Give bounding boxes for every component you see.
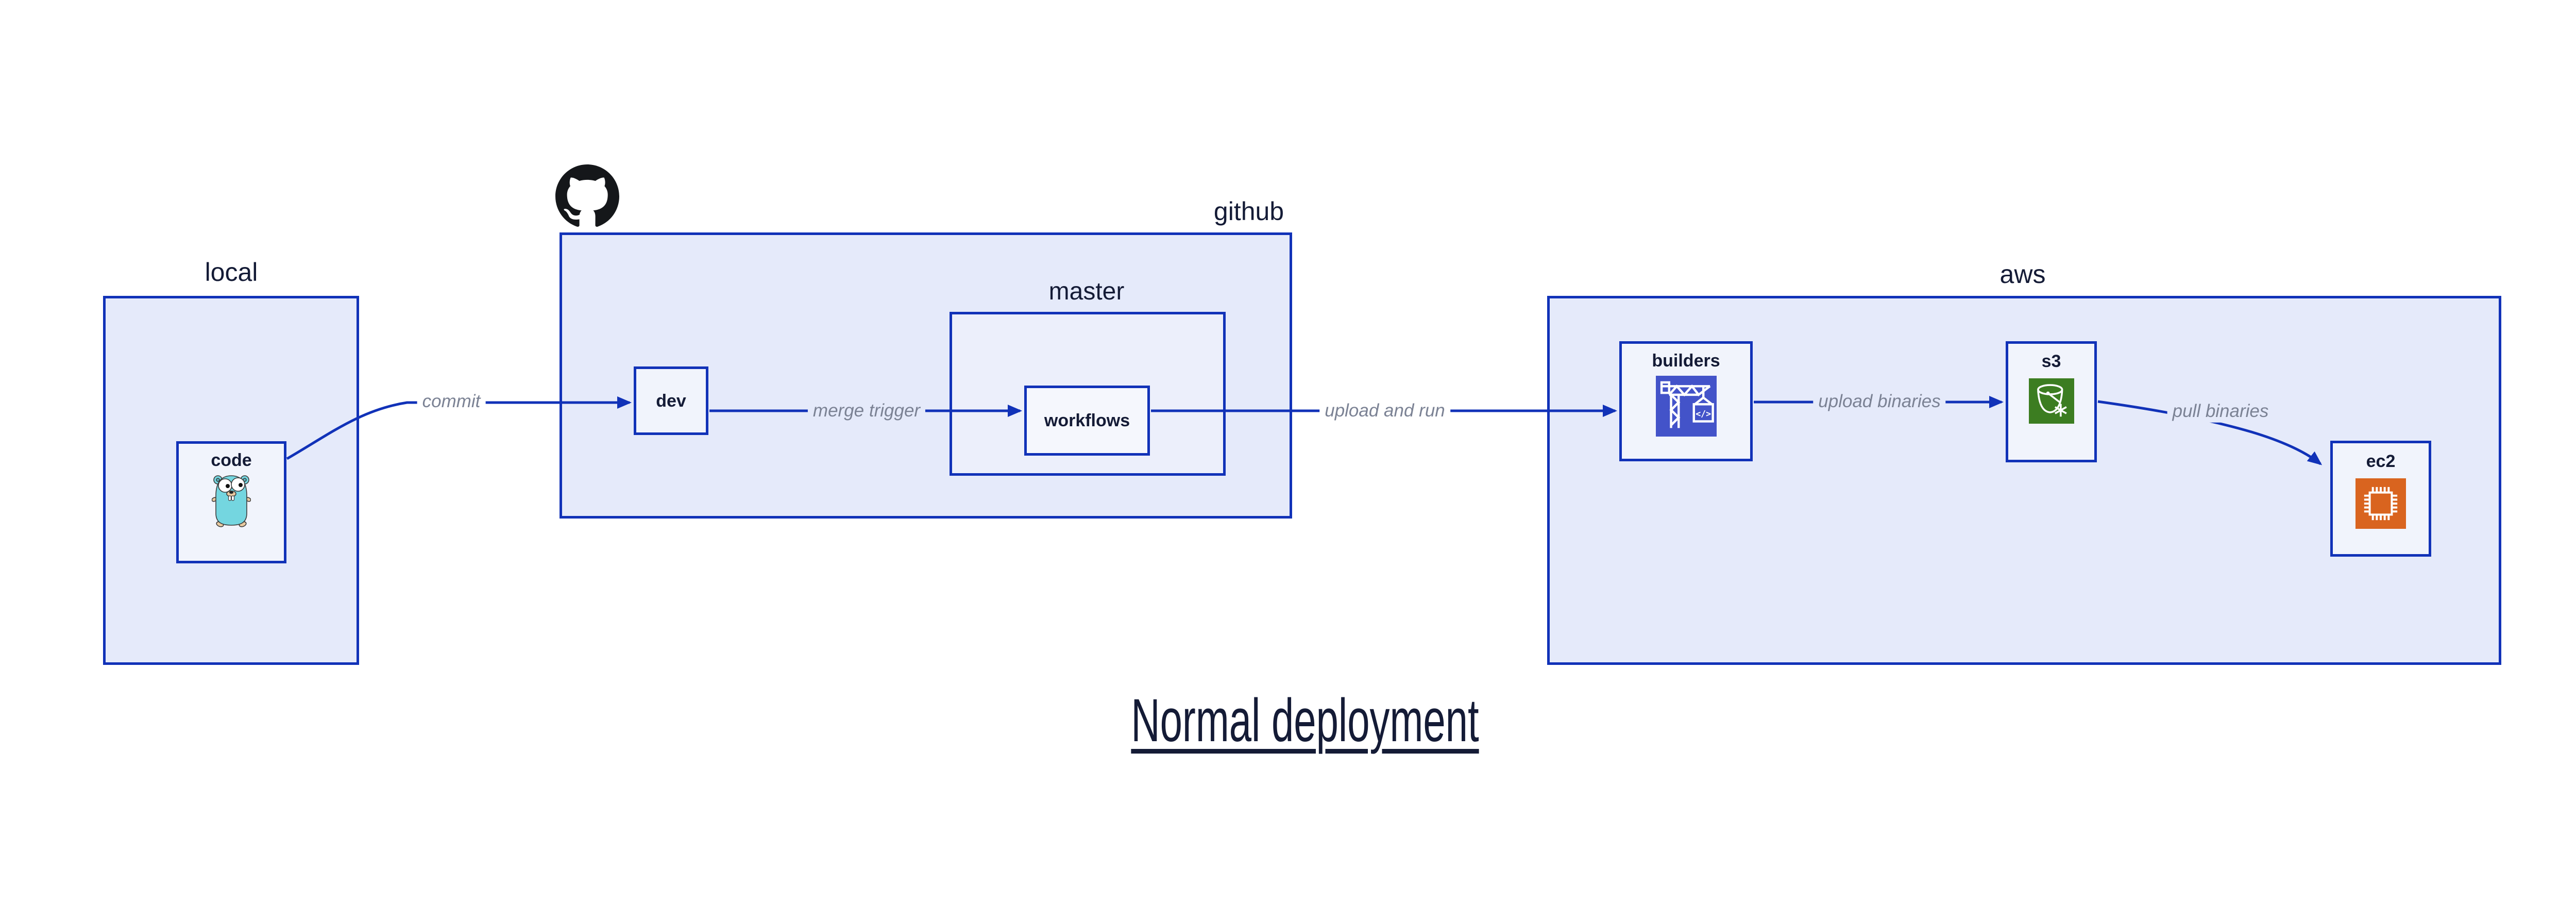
node-s3: s3 — [2006, 341, 2097, 462]
container-local-label: local — [205, 258, 258, 287]
edge-commit-line — [286, 396, 632, 460]
node-code: code — [176, 441, 286, 563]
container-master-label: master — [1048, 278, 1125, 305]
diagram-title-text: Normal deployment — [1131, 687, 1479, 755]
edge-label-upload-and-run: upload and run — [1319, 399, 1450, 422]
edge-label-upload-binaries: upload binaries — [1813, 390, 1946, 413]
node-ec2: ec2 — [2330, 441, 2431, 557]
edge-label-merge-trigger: merge trigger — [807, 399, 926, 422]
ec2-chip-icon — [2355, 478, 2406, 529]
node-dev: dev — [634, 366, 708, 435]
builders-icon-code-glyph: </> — [1696, 409, 1711, 419]
edge-label-pull-binaries: pull binaries — [2167, 400, 2274, 423]
node-dev-label: dev — [656, 391, 686, 411]
go-gopher-icon — [212, 473, 251, 528]
node-builders-label: builders — [1652, 351, 1720, 371]
github-octocat-icon — [555, 164, 619, 228]
edge-label-commit: commit — [417, 390, 486, 413]
node-builders: builders </> — [1619, 341, 1753, 461]
container-aws-label: aws — [1999, 260, 2046, 289]
node-workflows: workflows — [1024, 386, 1150, 456]
codebuild-crane-icon: </> — [1655, 376, 1717, 437]
node-ec2-label: ec2 — [2366, 452, 2396, 471]
s3-glacier-bucket-icon — [2028, 378, 2074, 424]
diagram-title: Normal deployment — [1131, 690, 1479, 751]
container-github-label: github — [1213, 197, 1284, 226]
node-workflows-label: workflows — [1044, 411, 1130, 430]
node-s3-label: s3 — [2041, 352, 2061, 371]
edge-pull-binaries-line — [2097, 400, 2323, 465]
node-code-label: code — [211, 450, 252, 470]
